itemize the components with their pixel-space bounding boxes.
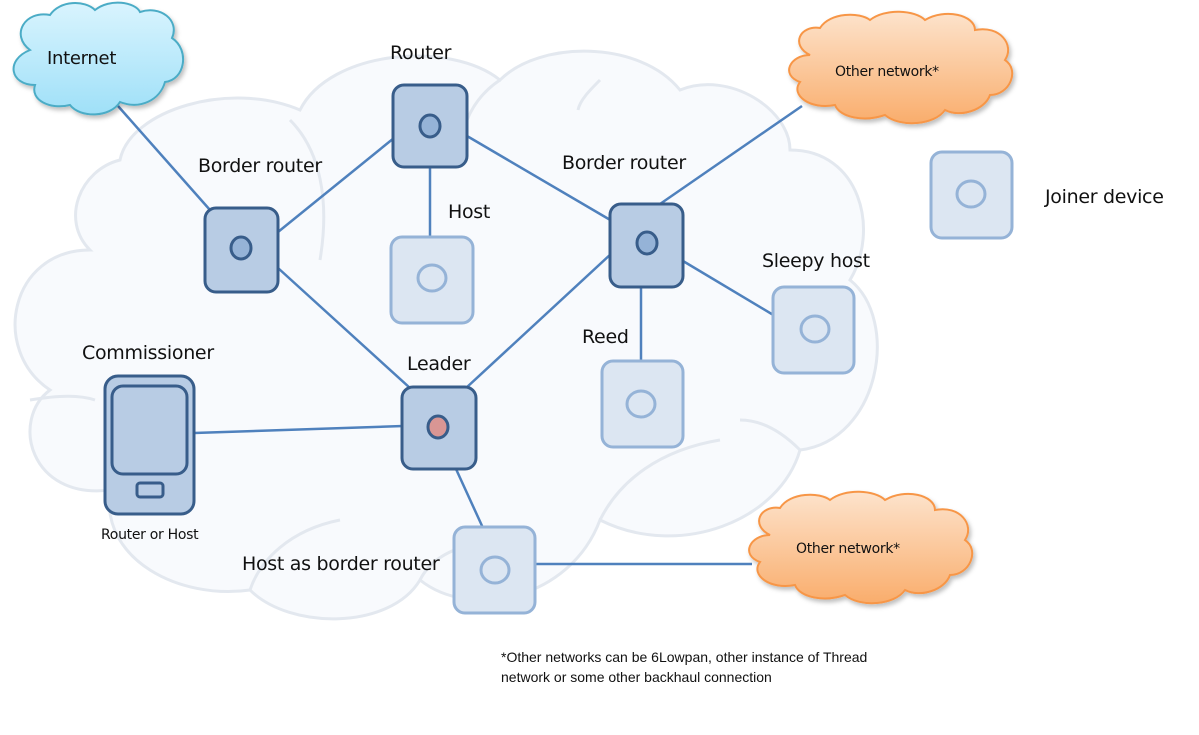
cloud-label-other-network-bottom: Other network* <box>796 541 900 557</box>
router-indicator-icon <box>229 235 253 261</box>
link-border-router-left-to-router <box>277 137 395 233</box>
link-border-router-right-to-leader <box>465 252 613 389</box>
node-host[interactable] <box>389 235 475 325</box>
mesh-cloud-outline <box>13 49 879 621</box>
router-indicator-icon <box>635 230 659 256</box>
mesh-cloud-inner-arc <box>29 394 96 402</box>
node-border-router-right[interactable] <box>608 202 685 289</box>
node-commissioner[interactable] <box>103 374 196 516</box>
router-indicator-icon <box>418 113 442 139</box>
node-label-joiner-device: Joiner device <box>1045 186 1164 208</box>
link-border-router-right-to-sleepy-host <box>682 259 776 318</box>
footnote-line: *Other networks can be 6Lowpan, other in… <box>501 649 868 665</box>
cloud-label-internet: Internet <box>47 48 117 69</box>
node-sublabel-commissioner: Router or Host <box>101 527 199 543</box>
node-reed[interactable] <box>600 359 685 449</box>
end-device-indicator-icon <box>625 389 657 419</box>
mesh-cloud-inner-arc <box>598 438 721 521</box>
end-device-indicator-icon <box>955 179 987 209</box>
other-network-top-cloud <box>788 10 1014 125</box>
leader-indicator-icon <box>426 414 450 440</box>
end-device-indicator-icon <box>416 263 448 293</box>
node-label-border-router-right: Border router <box>562 152 686 174</box>
node-host-as-border-router[interactable] <box>452 525 537 615</box>
node-label-leader: Leader <box>407 353 471 375</box>
link-commissioner-to-leader <box>193 424 404 435</box>
thread-mesh-cloud <box>13 49 879 621</box>
end-device-indicator-icon <box>799 314 831 344</box>
node-border-router-left[interactable] <box>203 206 280 294</box>
node-router[interactable] <box>391 83 469 169</box>
link-leader-to-host-as-border-router <box>454 468 485 529</box>
link-router-to-border-router-right <box>466 134 613 223</box>
footnote-line: network or some other backhaul connectio… <box>501 669 772 685</box>
link-internet-to-border-router-left <box>117 105 211 211</box>
node-label-border-router-left: Border router <box>198 155 322 177</box>
node-label-host-as-border-router: Host as border router <box>242 553 440 575</box>
link-border-router-left-to-leader <box>277 267 411 389</box>
footnote: *Other networks can be 6Lowpan, other in… <box>501 647 867 687</box>
node-label-sleepy-host: Sleepy host <box>762 250 870 272</box>
mesh-cloud-inner-arc <box>576 78 602 111</box>
phone-button-icon <box>135 481 165 499</box>
links <box>117 104 803 566</box>
cloud-label-other-network-top: Other network* <box>835 64 939 80</box>
node-label-reed: Reed <box>582 326 629 348</box>
node-leader[interactable] <box>400 385 478 471</box>
node-label-host: Host <box>448 201 491 223</box>
node-sleepy-host[interactable] <box>771 285 856 375</box>
other-network-bottom-cloud <box>748 490 974 605</box>
node-joiner-device[interactable] <box>929 150 1014 240</box>
node-label-commissioner: Commissioner <box>82 342 214 364</box>
node-label-router: Router <box>390 42 452 64</box>
internet-cloud <box>12 1 185 116</box>
end-device-indicator-icon <box>479 555 511 585</box>
link-border-router-right-to-other-network-top <box>659 104 803 206</box>
mesh-cloud-inner-arc <box>739 418 802 452</box>
phone-screen-icon <box>110 384 189 476</box>
mesh-cloud-inner-arc <box>248 518 341 591</box>
mesh-cloud-inner-arc <box>288 118 326 261</box>
